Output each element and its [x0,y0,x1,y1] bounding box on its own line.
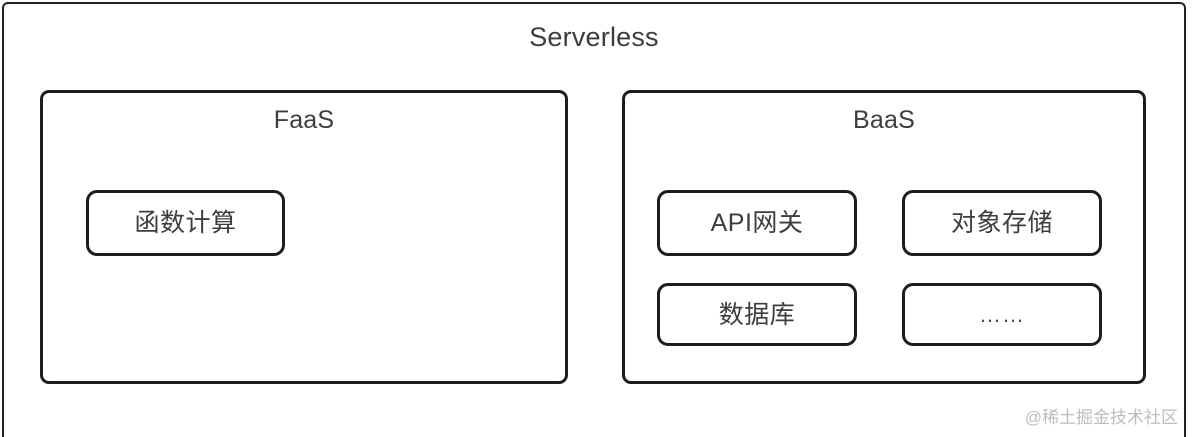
service-label-more: …… [979,301,1025,327]
baas-title: BaaS [853,106,915,134]
watermark: @稀土掘金技术社区 [1024,408,1178,427]
service-label-database: 数据库 [718,300,796,329]
faas-title: FaaS [273,106,335,134]
service-box-database: 数据库 [657,283,857,346]
faas-group: FaaS [40,90,568,384]
service-label-object-storage: 对象存储 [950,209,1053,237]
service-label-function-compute: 函数计算 [134,209,237,237]
service-label-api-gateway: API网关 [710,209,804,237]
service-box-more: …… [902,283,1102,346]
service-box-api-gateway: API网关 [657,190,857,256]
service-box-object-storage: 对象存储 [902,190,1102,256]
service-box-function-compute: 函数计算 [86,190,285,256]
serverless-title: Serverless [529,22,659,52]
